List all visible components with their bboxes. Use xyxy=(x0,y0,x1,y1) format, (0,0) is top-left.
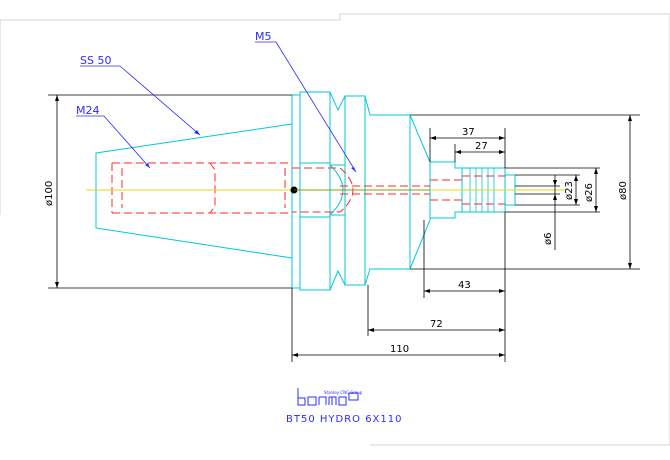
dim-d80: ø80 xyxy=(618,181,629,200)
dimension-lines xyxy=(48,94,640,362)
dim-d26: ø26 xyxy=(584,183,595,202)
label-m24: M24 xyxy=(76,104,100,117)
dim-72: 72 xyxy=(430,319,443,330)
label-ss50: SS 50 xyxy=(80,54,111,67)
dim-37: 37 xyxy=(462,127,475,138)
dim-27: 27 xyxy=(475,141,488,152)
logo-caption: Stanley CNC Group xyxy=(324,390,363,395)
drawing-title: BT50 HYDRO 6X110 xyxy=(286,414,403,425)
sheet-border xyxy=(0,13,670,446)
label-leaders xyxy=(76,41,357,173)
tool-holder-outline xyxy=(95,91,516,291)
hidden-lines xyxy=(111,162,505,214)
dim-43: 43 xyxy=(458,280,471,291)
dim-d23: ø23 xyxy=(564,181,575,200)
company-logo xyxy=(297,388,359,406)
dim-110: 110 xyxy=(390,344,409,355)
dim-d6: ø6 xyxy=(543,233,554,245)
leader-arrows xyxy=(145,130,356,172)
centerline-marker xyxy=(290,186,430,194)
label-m5: M5 xyxy=(255,30,272,43)
dim-d100: ø100 xyxy=(44,181,55,206)
dimension-arrows xyxy=(55,95,632,357)
